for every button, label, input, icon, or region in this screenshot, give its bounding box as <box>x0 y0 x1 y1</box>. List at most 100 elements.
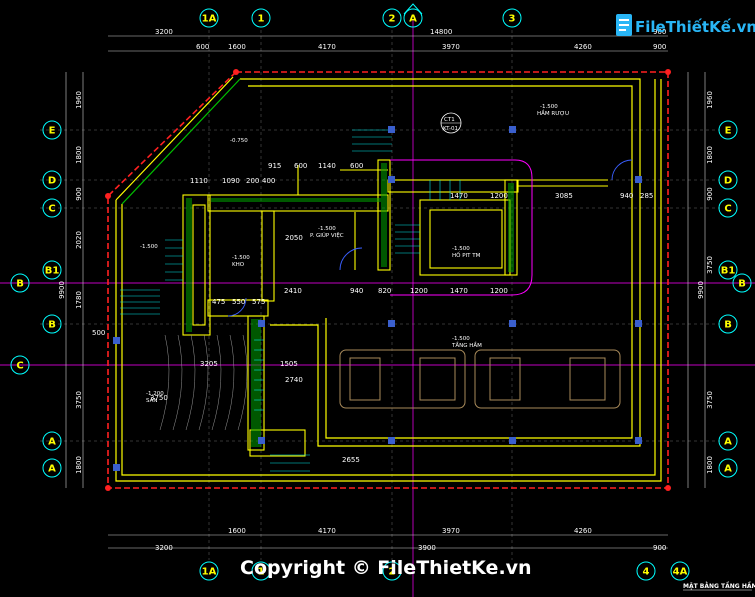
dim-top-overall-2: 14800 <box>430 28 452 36</box>
interior-dim-12: 1470 <box>450 287 468 295</box>
interior-dim-21: 575 <box>252 298 265 306</box>
dim-right-6: 1800 <box>706 456 714 474</box>
elevator-outline <box>390 159 533 296</box>
dim-bottom-overall-3: 900 <box>653 544 666 552</box>
dim-top-detail-2: 1600 <box>228 43 246 51</box>
interior-dim-16: 3085 <box>555 192 573 200</box>
cars <box>339 349 621 409</box>
dim-right-5: 3750 <box>706 391 714 409</box>
interior-dim-7: 400 <box>262 177 275 185</box>
interior-dim-26: 2740 <box>285 376 303 384</box>
room-level-basement: -1.500 <box>452 336 470 342</box>
dim-bottom-detail-1: 1600 <box>228 527 246 535</box>
grid-bubble-left-4: B <box>42 314 62 334</box>
grid-bubble-right-4-label: B <box>724 320 732 331</box>
grid-bubble-left-3-label: B1 <box>45 266 60 277</box>
grid-bubble-top-3-label: A <box>409 14 417 25</box>
grid-bubble-top-2-label: 2 <box>389 14 396 25</box>
dim-bottom-detail-3: 3970 <box>442 527 460 535</box>
dim-left-0: 1960 <box>75 91 83 109</box>
grid-bubble-left-7-label: A <box>48 464 56 475</box>
grid-bubble-right-1: D <box>718 170 738 190</box>
grid-bubble-right-5: A <box>718 431 738 451</box>
dim-left-5: 9900 <box>58 281 66 299</box>
grid-bubble-left-2: C <box>42 198 62 218</box>
side-dimension-text: 1960180090020201780990037501800196018009… <box>58 91 714 474</box>
grid-bubble-left-1-label: D <box>48 176 56 187</box>
grid-bubble-top-0: 1A <box>199 8 219 28</box>
dim-right-1: 1800 <box>706 146 714 164</box>
grid-bubble-left-2-label: C <box>48 204 55 215</box>
room-label-yard: SÂN <box>146 397 157 404</box>
room-level-pit: -1.500 <box>452 246 470 252</box>
grid-bubble-bottom-4-label: 4A <box>673 567 688 578</box>
dim-top-overall-1: 3200 <box>155 28 173 36</box>
grid-bubble-left-5-label: C <box>16 361 23 372</box>
grid-bubble-left-4-label: B <box>48 320 56 331</box>
room-label-maid: P. GIÚP VIỆC <box>310 231 344 239</box>
doors <box>227 159 633 317</box>
grid-bubble-top-4-label: 3 <box>509 14 516 25</box>
room-labels: P. GIÚP VIỆC -1.500 KHO -1.500 HỐ PIT TM… <box>140 104 569 404</box>
dim-left-2: 900 <box>75 187 83 200</box>
grid-bubble-bottom-2-label: 2 <box>389 567 396 578</box>
grid-bubble-left-5: C <box>10 355 30 375</box>
dim-top-overall-3: 900 <box>653 28 666 36</box>
interior-dim-10: 820 <box>378 287 391 295</box>
interior-dim-20: 550 <box>232 298 245 306</box>
dim-right-4: 9900 <box>697 281 705 299</box>
room-level-yard: -1.200 <box>146 391 164 397</box>
grid-bubble-bottom-4: 4A <box>670 561 690 581</box>
room-level-storage: -1.500 <box>232 255 250 261</box>
callout-bottom: KT-01 <box>443 126 458 132</box>
room-label-storage: KHO <box>232 262 245 268</box>
dim-top-detail-5: 4260 <box>574 43 592 51</box>
grid-bubble-bottom-2: 2 <box>382 561 402 581</box>
grid-bubble-right-3: B1 <box>718 260 738 280</box>
grid-bubble-right-0-label: E <box>725 126 732 137</box>
grid-bubble-bottom-1-label: 1 <box>258 567 265 578</box>
file-document-icon <box>616 14 632 36</box>
grid-bubble-right-2: C <box>718 198 738 218</box>
dim-bottom-overall-2: 3900 <box>418 544 436 552</box>
room-label-wine: HẦM RƯỢU <box>537 109 569 117</box>
interior-dim-23: 1505 <box>280 360 298 368</box>
grid-bubble-top-2: 2 <box>382 8 402 28</box>
interior-dim-11: 1200 <box>410 287 428 295</box>
grid-bubble-left-7: A <box>42 458 62 478</box>
corner-markers <box>105 69 671 491</box>
interior-dim-2: 1140 <box>318 162 336 170</box>
grid-bubble-top-1-label: 1 <box>258 14 265 25</box>
section-callout: CT1 KT-01 <box>440 112 462 134</box>
grid-bubble-right-1-label: D <box>724 176 732 187</box>
interior-dim-6: 200 <box>246 177 259 185</box>
interior-dim-17: 940 <box>620 192 633 200</box>
dim-right-2: 900 <box>706 187 714 200</box>
interior-dim-15: 1200 <box>490 192 508 200</box>
interior-dim-5: 1090 <box>222 177 240 185</box>
callout-top: CT1 <box>444 117 455 123</box>
copyright-watermark: Copyright © FileThietKe.vn <box>240 557 532 579</box>
dim-top-detail-1: 600 <box>196 43 209 51</box>
interior-dim-27: 3750 <box>150 394 168 402</box>
grid-bubble-right-extra: B <box>732 273 752 293</box>
grid-bubble-left-extra: B <box>10 273 30 293</box>
grid-bubble-right-2-label: C <box>724 204 731 215</box>
dimension-text: 3200 14800 900 600 1600 4170 3970 4260 9… <box>155 28 666 552</box>
interior-dim-4: 1110 <box>190 177 208 185</box>
grid-bubble-left-0: E <box>42 120 62 140</box>
dim-bottom-detail-2: 4170 <box>318 527 336 535</box>
interior-dim-8: 2410 <box>284 287 302 295</box>
interior-dim-25: 2050 <box>285 234 303 242</box>
site-logo: FileThiếtKế.vn <box>616 14 755 36</box>
grid-bubble-left-6-label: A <box>48 437 56 448</box>
grid-bubble-right-6: A <box>718 458 738 478</box>
dim-top-detail-3: 4170 <box>318 43 336 51</box>
dim-left-3: 2020 <box>75 231 83 249</box>
grid-bubble-left-3: B1 <box>42 260 62 280</box>
grid-bubble-right-0: E <box>718 120 738 140</box>
site-boundary <box>107 71 669 489</box>
grid-bubble-bottom-3: 4 <box>636 561 656 581</box>
grid-bubble-right-extra-label: B <box>738 279 746 290</box>
